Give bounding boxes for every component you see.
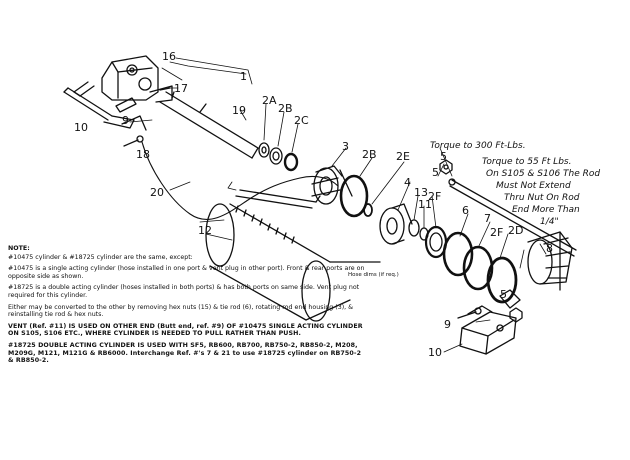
notes-title: NOTE: xyxy=(8,245,30,252)
torque-55-line5: End More Than xyxy=(512,205,580,215)
torque-300-note: Torque to 300 Ft-Lbs. xyxy=(430,141,526,151)
rod-end-housing-part-3 xyxy=(311,165,353,205)
piston-rod-part-19 xyxy=(159,91,259,159)
bracket-lines-19 xyxy=(175,57,253,191)
torque-55-line2: On S105 & S106 The Rod xyxy=(486,169,600,179)
washer-part-2b xyxy=(269,147,283,165)
label-20: 20 xyxy=(150,186,164,199)
o-ring-part-2c xyxy=(283,152,299,172)
note-paragraph-6: #18725 DOUBLE ACTING CYLINDER IS USED WI… xyxy=(8,341,362,365)
label-2f-b: 2F xyxy=(490,226,503,239)
small-ring-part-2e xyxy=(363,203,373,217)
clevis-pin-part-18 xyxy=(123,135,144,147)
note-paragraph-5: VENT (Ref. #11) IS USED ON OTHER END (Bu… xyxy=(8,322,363,338)
hydraulic-hose-part-20 xyxy=(141,141,339,220)
label-2b-top: 2B xyxy=(278,102,293,115)
label-10-bottom: 10 xyxy=(428,346,442,359)
cylinder-port-hose xyxy=(235,189,321,209)
label-2b: 2B xyxy=(362,148,377,161)
notes-block: NOTE: #10475 cylinder & #18725 cylinder … xyxy=(8,245,368,369)
leader-lines xyxy=(129,61,547,353)
label-15-nut: 5 xyxy=(432,166,439,179)
label-2c: 2C xyxy=(294,114,309,127)
washer-part-13 xyxy=(408,219,420,237)
torque-55-line1: Torque to 55 Ft Lbs. xyxy=(482,157,571,167)
label-2d: 2D xyxy=(508,224,523,237)
note-paragraph-1: #10475 cylinder & #18725 cylinder are th… xyxy=(8,253,193,261)
label-2e: 2E xyxy=(396,150,410,163)
label-5-top: 5 xyxy=(440,150,447,163)
label-3: 3 xyxy=(342,140,349,153)
handle-lever-part-10 xyxy=(63,87,135,129)
label-4: 4 xyxy=(404,176,411,189)
label-10-top: 10 xyxy=(74,121,88,134)
torque-55-line4: Thru Nut On Rod xyxy=(504,193,580,203)
note-paragraph-4: Either may be converted to the other by … xyxy=(8,303,354,319)
o-ring-part-2f-large xyxy=(442,231,474,277)
label-8: 8 xyxy=(546,242,553,255)
label-9-bottom: 9 xyxy=(444,318,451,331)
label-19: 19 xyxy=(232,104,246,117)
label-7: 7 xyxy=(484,212,491,225)
label-5-bottom: 5 xyxy=(500,288,507,301)
label-12: 12 xyxy=(198,224,212,237)
label-2a: 2A xyxy=(262,94,277,107)
piston-part-4 xyxy=(379,203,413,245)
label-9-top: 9 xyxy=(122,114,129,127)
label-18: 18 xyxy=(136,148,150,161)
torque-55-line3: Must Not Extend xyxy=(496,181,571,191)
valve-block-part-16 xyxy=(73,55,173,103)
label-11: 11 xyxy=(418,198,432,211)
nut-part-5-bottom xyxy=(509,307,523,323)
label-6: 6 xyxy=(462,204,469,217)
torque-annotations: Torque to 300 Ft-Lbs. Torque to 55 Ft Lb… xyxy=(348,141,600,278)
butt-end-cap-part-7 xyxy=(527,231,573,291)
rod-extension xyxy=(305,261,381,321)
label-13: 13 xyxy=(414,186,428,199)
bracket-part-9-top xyxy=(115,97,147,131)
pin-part-9-bottom xyxy=(457,289,521,319)
o-ring-part-2d xyxy=(486,256,518,304)
hose-note: Hose dims (if req.) xyxy=(348,272,399,278)
note-paragraph-2: #10475 is a single acting cylinder (hose… xyxy=(8,265,365,280)
label-17: 17 xyxy=(174,82,188,95)
label-1: 1 xyxy=(240,70,247,83)
note-paragraph-3: #18725 is a double acting cylinder (hose… xyxy=(8,284,360,299)
seal-part-2a xyxy=(258,142,270,158)
tie-rod-part-6 xyxy=(448,178,577,257)
o-ring-part-2b-large xyxy=(339,174,369,218)
label-2f-a: 2F xyxy=(428,190,441,203)
lower-clevis-part-10 xyxy=(459,305,517,355)
torque-55-line6: 1/4" xyxy=(540,217,559,227)
part-labels: 16 1 17 19 10 9 18 20 12 2A 2B 2C 3 2B 2… xyxy=(74,50,553,359)
label-16: 16 xyxy=(162,50,176,63)
o-ring-part-8 xyxy=(462,245,494,291)
